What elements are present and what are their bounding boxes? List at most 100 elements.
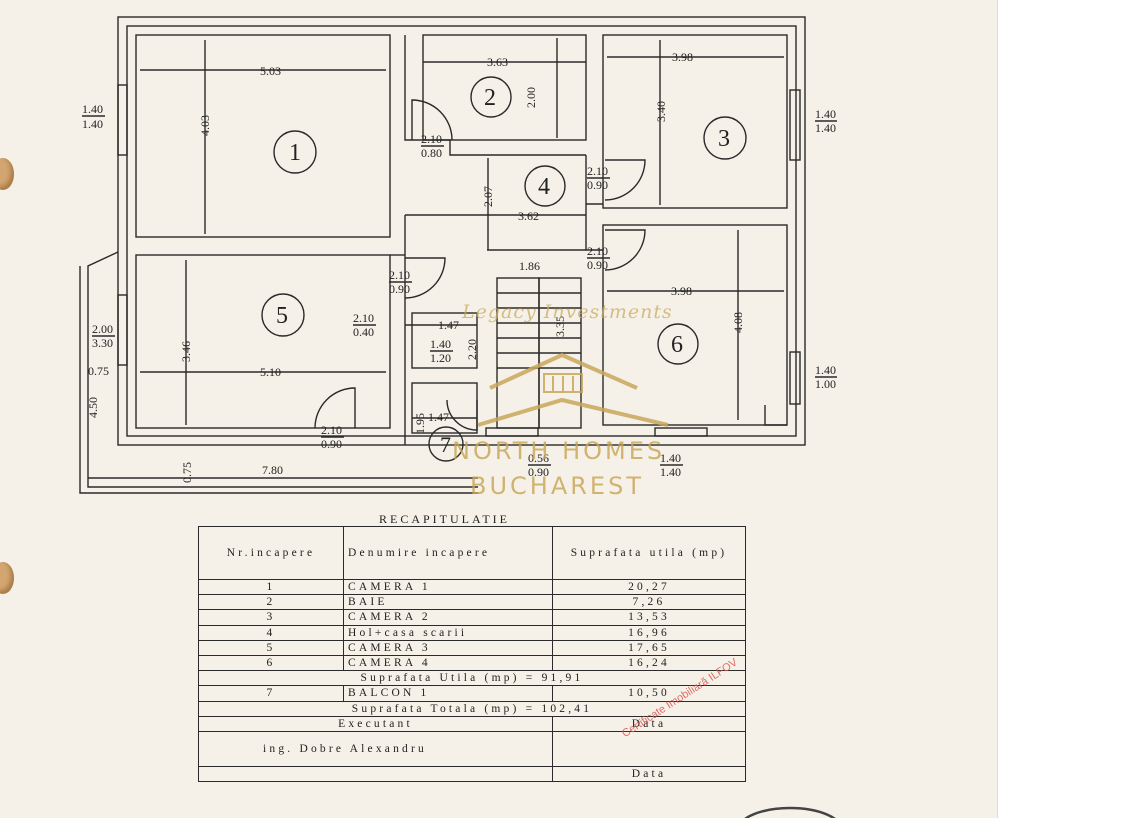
room-number-5: 5 bbox=[276, 303, 288, 329]
table-row: 2 BAIE 7,26 bbox=[198, 594, 746, 611]
header-name: Denumire incapere bbox=[343, 526, 553, 580]
opening-4-bottom: 0.90 bbox=[587, 178, 608, 192]
opening-6-top: 2.10 bbox=[389, 268, 410, 282]
dim-balcony-side: 4.50 bbox=[86, 397, 100, 418]
opening-6-bottom: 0.90 bbox=[389, 282, 410, 296]
cell-nr: 5 bbox=[198, 639, 344, 656]
cell-nr: 2 bbox=[198, 594, 344, 611]
cell-area: 10,50 bbox=[552, 685, 746, 702]
dim-r2-height: 2.00 bbox=[524, 87, 538, 108]
executant-row: Executant Data bbox=[198, 715, 746, 732]
cell-nr: 1 bbox=[198, 578, 344, 596]
grand-total-value: 102,41 bbox=[541, 702, 593, 715]
dim-r7-width: 1.47 bbox=[428, 410, 449, 424]
stamp-circle bbox=[744, 806, 836, 818]
opening-8-bottom: 0.40 bbox=[353, 325, 374, 339]
opening-13-bottom: 1.40 bbox=[660, 465, 681, 479]
dim-hall-b: 2.20 bbox=[465, 339, 479, 360]
cell-area: 13,53 bbox=[552, 609, 746, 626]
recap-table: Nr.incapere Denumire incapere Suprafata … bbox=[198, 526, 746, 783]
cell-area: 20,27 bbox=[552, 578, 746, 596]
watermark-script: Legacy Investments bbox=[462, 301, 673, 323]
dim-r4-width: 3.62 bbox=[518, 209, 539, 223]
dim-hall-a: 1.47 bbox=[438, 318, 459, 332]
dim-balcony-w2: 0.75 bbox=[180, 462, 194, 483]
dim-r6-height: 4.08 bbox=[731, 312, 745, 333]
opening-12-top: 0.56 bbox=[528, 451, 549, 465]
dim-stair-height: 3.35 bbox=[553, 316, 567, 337]
dim-r7-height: 1.95 bbox=[413, 413, 427, 434]
util-total-value: 91,91 bbox=[541, 672, 584, 685]
opening-2-top: 2.10 bbox=[421, 132, 442, 146]
engineer-row: ing. Dobre Alexandru bbox=[198, 730, 746, 767]
dim-r5-height: 3.46 bbox=[179, 341, 193, 362]
data-empty bbox=[552, 730, 746, 767]
room-number-2: 2 bbox=[484, 85, 496, 111]
engineer-name: ing. Dobre Alexandru bbox=[198, 730, 553, 767]
dim-r1-width: 5.03 bbox=[260, 64, 281, 78]
opening-1-bottom: 1.40 bbox=[82, 117, 103, 131]
cell-name: CAMERA 2 bbox=[343, 609, 553, 626]
opening-8-top: 2.10 bbox=[353, 311, 374, 325]
dim-r4-height: 2.07 bbox=[481, 186, 495, 207]
data-label: Data bbox=[552, 715, 746, 732]
dim-r3-width: 3.98 bbox=[672, 50, 693, 64]
opening-12-bottom: 0.90 bbox=[528, 465, 549, 479]
cell-nr: 6 bbox=[198, 654, 344, 672]
dim-r1-height: 4.03 bbox=[198, 115, 212, 136]
table-row: 1 CAMERA 1 20,27 bbox=[198, 578, 746, 596]
opening-3-top: 1.40 bbox=[815, 107, 836, 121]
header-nr: Nr.incapere bbox=[198, 526, 344, 580]
room-number-1: 1 bbox=[289, 140, 301, 166]
watermark-line1: NORTH HOMES bbox=[452, 437, 666, 465]
room-number-7: 7 bbox=[440, 432, 451, 457]
cell-name: Hol+casa scarii bbox=[343, 624, 553, 641]
header-area: Suprafata utila (mp) bbox=[552, 526, 746, 580]
opening-5-top: 2.10 bbox=[587, 244, 608, 258]
watermark-line2: BUCHAREST bbox=[470, 472, 644, 500]
blank-margin bbox=[998, 0, 1125, 818]
punch-hole-top bbox=[0, 158, 14, 190]
dim-balcony-w1: 0.75 bbox=[88, 364, 109, 378]
opening-4-top: 2.10 bbox=[587, 164, 608, 178]
opening-10-bottom: 1.00 bbox=[815, 377, 836, 391]
punch-hole-bottom bbox=[0, 562, 14, 594]
cell-area: 7,26 bbox=[552, 594, 746, 611]
dim-r5-width: 5.10 bbox=[260, 365, 281, 379]
cell-name: CAMERA 1 bbox=[343, 578, 553, 596]
room-number-4: 4 bbox=[538, 174, 550, 200]
dim-stair-width: 1.86 bbox=[519, 259, 540, 273]
util-total-label: Suprafata Utila (mp) = bbox=[360, 672, 536, 685]
signature-empty bbox=[198, 765, 553, 783]
util-total-row: Suprafata Utila (mp) = 91,91 bbox=[198, 670, 746, 687]
dim-r2-width: 3.63 bbox=[487, 55, 508, 69]
cell-name: BAIE bbox=[343, 594, 553, 611]
cell-name: BALCON 1 bbox=[343, 685, 553, 702]
opening-2-bottom: 0.80 bbox=[421, 146, 442, 160]
watermark-logo bbox=[477, 352, 669, 427]
dim-r6-width: 3.98 bbox=[671, 284, 692, 298]
opening-5-bottom: 0.90 bbox=[587, 258, 608, 272]
cell-nr: 7 bbox=[198, 685, 344, 702]
cell-area: 17,65 bbox=[552, 639, 746, 656]
opening-7-bottom: 3.30 bbox=[92, 336, 113, 350]
opening-9-top: 1.40 bbox=[430, 337, 451, 351]
opening-9-bottom: 1.20 bbox=[430, 351, 451, 365]
opening-11-bottom: 0.90 bbox=[321, 437, 342, 451]
executant-label: Executant bbox=[198, 715, 553, 732]
opening-13-top: 1.40 bbox=[660, 451, 681, 465]
signature-row: Data bbox=[198, 765, 746, 783]
recap-title: RECAPITULATIE bbox=[379, 512, 510, 526]
table-header-row: Nr.incapere Denumire incapere Suprafata … bbox=[198, 526, 746, 580]
data-label-2: Data bbox=[552, 765, 746, 783]
dim-r3-height: 3.40 bbox=[654, 101, 668, 122]
table-row: 4 Hol+casa scarii 16,96 bbox=[198, 624, 746, 641]
dim-balcony-length: 7.80 bbox=[262, 463, 283, 477]
grand-total-label: Suprafata Totala (mp) = bbox=[351, 702, 536, 715]
opening-1-top: 1.40 bbox=[82, 102, 103, 116]
cell-nr: 4 bbox=[198, 624, 344, 641]
opening-11-top: 2.10 bbox=[321, 423, 342, 437]
opening-3-bottom: 1.40 bbox=[815, 121, 836, 135]
cell-name: CAMERA 3 bbox=[343, 639, 553, 656]
table-row: 3 CAMERA 2 13,53 bbox=[198, 609, 746, 626]
